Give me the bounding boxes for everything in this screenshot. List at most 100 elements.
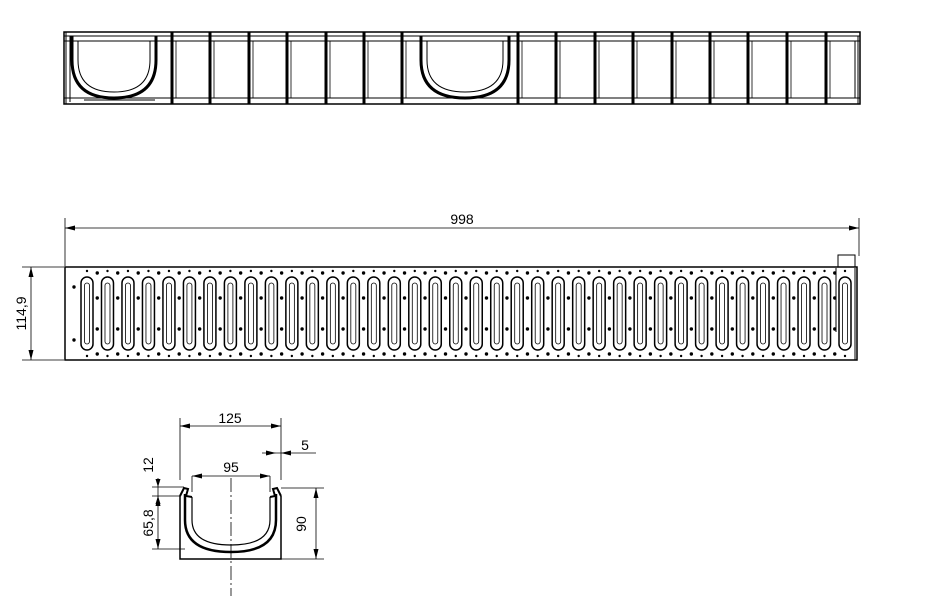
grating-hole	[116, 352, 120, 356]
grating-hole	[669, 296, 673, 300]
grating-hole	[197, 271, 202, 275]
slot	[633, 276, 647, 351]
grating-hole	[771, 271, 775, 275]
grating-hole	[607, 327, 612, 331]
slot-inner	[329, 282, 336, 345]
grating-hole	[382, 352, 386, 356]
channel-rib	[362, 32, 366, 104]
slot-inner	[657, 282, 664, 345]
grating-hole	[710, 271, 714, 275]
grating-hole	[157, 296, 161, 300]
slot-inner	[534, 282, 541, 345]
grating-hole	[484, 296, 489, 300]
slot	[530, 276, 545, 351]
grating-hole	[320, 352, 325, 356]
grating-hole	[587, 296, 591, 300]
grating-hole	[341, 352, 345, 356]
slot-inner	[125, 282, 131, 345]
length-dimension: 998	[64, 211, 860, 266]
slot	[674, 276, 688, 351]
slot	[653, 276, 668, 351]
grating-hole	[792, 352, 796, 356]
grating-hole	[730, 296, 735, 300]
grating-hole	[218, 271, 222, 275]
grating-hole	[536, 269, 539, 273]
grating-hole	[792, 296, 796, 300]
slot-inner	[514, 282, 521, 345]
grating-hole	[238, 271, 243, 275]
slot	[305, 276, 320, 351]
slot-inner	[678, 282, 685, 345]
grating-hole	[72, 338, 76, 342]
grating-hole	[361, 352, 366, 356]
grating-hole	[290, 354, 294, 358]
grating-slots	[80, 276, 852, 351]
grating-hole	[443, 271, 448, 275]
grating-top-view	[64, 254, 858, 361]
grating-hole	[525, 296, 530, 300]
slot	[838, 276, 852, 351]
slot	[162, 276, 176, 351]
grating-hole	[116, 296, 120, 300]
grating-hole	[761, 354, 765, 358]
channel-rib	[824, 32, 828, 104]
grating-hole	[802, 269, 806, 273]
slot	[244, 276, 258, 351]
slot	[80, 276, 94, 351]
grating-hole	[279, 296, 284, 300]
channel-rib	[785, 32, 789, 104]
grating-hole	[546, 271, 550, 275]
grating-hole	[812, 352, 816, 356]
slot	[203, 276, 217, 351]
grating-hole	[484, 327, 489, 331]
grating-hole	[525, 271, 530, 275]
grating-hole	[188, 354, 191, 358]
grating-hole	[320, 327, 325, 331]
grating-hole	[566, 296, 571, 300]
grating-hole	[361, 296, 366, 300]
width-label: 114,9	[13, 296, 29, 330]
grating-hole	[300, 296, 304, 300]
grating-hole	[352, 269, 355, 273]
grating-hole	[249, 354, 253, 358]
grating-hole	[741, 354, 744, 358]
grating-hole	[136, 271, 140, 275]
channel-ribs	[170, 32, 831, 104]
grating-hole	[587, 327, 591, 331]
grating-hole	[126, 354, 130, 358]
grating-hole	[372, 354, 376, 358]
slot	[264, 276, 279, 351]
grating-hole	[147, 269, 150, 273]
grating-hole	[782, 269, 785, 273]
grating-hole	[116, 327, 120, 331]
grating-hole	[443, 296, 448, 300]
outer-height-label: 90	[293, 516, 309, 532]
outer-width-label: 125	[218, 410, 242, 426]
grating-hole	[812, 296, 816, 300]
grating-hole	[628, 296, 632, 300]
slot	[797, 276, 811, 351]
grating-hole	[259, 296, 263, 300]
slot-inner	[268, 282, 275, 345]
grating-hole	[628, 327, 632, 331]
grating-hole	[454, 354, 457, 358]
grating-hole	[361, 271, 366, 275]
grating-hole	[484, 352, 489, 356]
grating-hole	[607, 296, 612, 300]
grating-hole	[95, 296, 99, 300]
channel-rib	[631, 32, 635, 104]
grating-hole	[341, 327, 345, 331]
grating-hole	[843, 269, 847, 273]
grating-hole	[116, 271, 120, 275]
slot-inner	[186, 282, 193, 345]
grating-hole	[167, 354, 171, 358]
grating-hole	[72, 285, 76, 289]
slot	[510, 276, 524, 351]
grating-hole	[423, 327, 427, 331]
channel-rib	[593, 32, 597, 104]
grating-hole	[341, 296, 345, 300]
grating-hole	[177, 327, 181, 331]
slot-inner	[555, 282, 562, 345]
grating-hole	[689, 352, 694, 356]
